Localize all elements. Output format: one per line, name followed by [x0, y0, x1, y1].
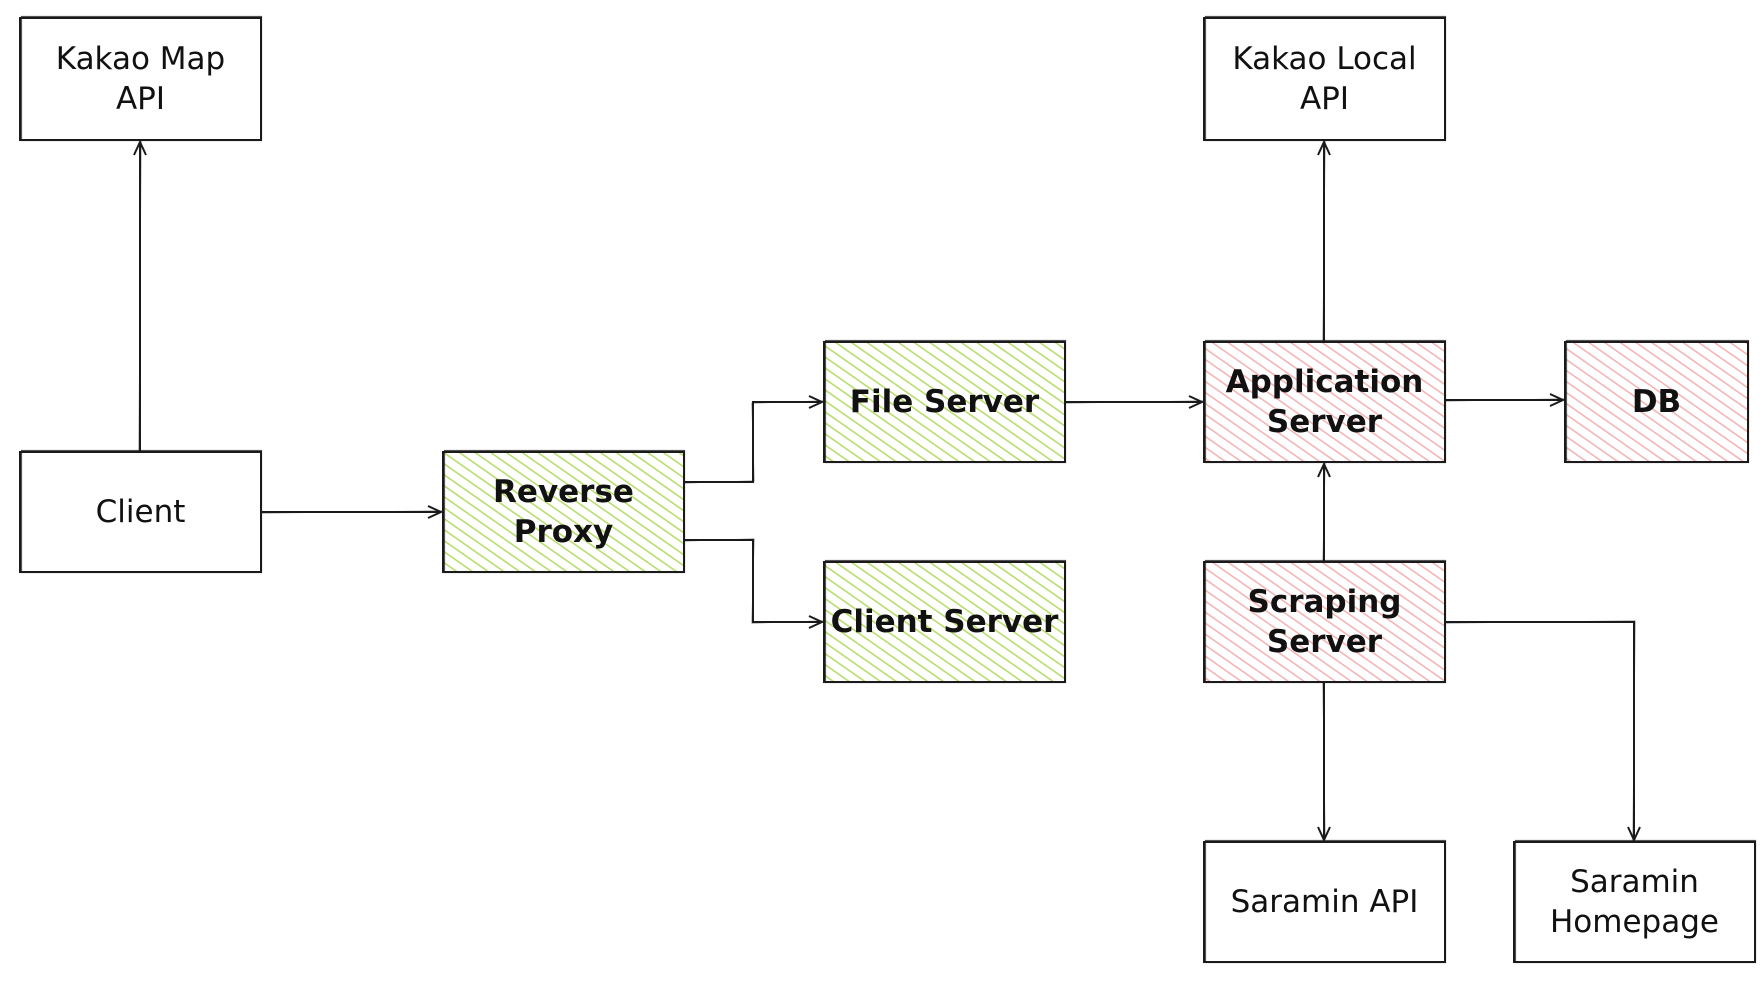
- edge-file-server-to-application-server: [1063, 395, 1205, 409]
- node-fill: [1204, 842, 1445, 962]
- node-border: [442, 451, 685, 573]
- edge-application-server-to-kakao-local-api: [1317, 139, 1331, 344]
- node-border: [1203, 341, 1446, 463]
- arrowhead-icon: [808, 615, 825, 629]
- node-fill: [824, 342, 1065, 462]
- node-border: [1203, 17, 1446, 141]
- node-border: [19, 451, 262, 573]
- node-fill: [1514, 842, 1755, 962]
- node-label: Proxy: [514, 514, 614, 550]
- node-border: [823, 341, 1066, 463]
- arrowhead-icon: [1317, 461, 1331, 478]
- node-db: DB: [1564, 339, 1750, 464]
- node-border: [1203, 841, 1446, 963]
- edge-reverse-proxy-to-file-server: [682, 395, 825, 484]
- node-label: Server: [1267, 404, 1383, 440]
- node-fill: [1204, 342, 1445, 462]
- edge-scraping-server-to-saramin-api: [1317, 682, 1331, 843]
- node-label: API: [116, 81, 165, 117]
- node-file-server: File Server: [823, 339, 1067, 464]
- node-label: Kakao Local: [1232, 41, 1416, 77]
- node-border: [1513, 841, 1756, 963]
- edge-client-to-kakao-map-api: [133, 139, 147, 454]
- node-label: Homepage: [1550, 904, 1719, 940]
- node-client: Client: [19, 449, 263, 574]
- node-border: [1564, 341, 1749, 463]
- node-label: Client: [96, 494, 186, 530]
- node-fill: [1204, 18, 1445, 140]
- node-label: Server: [1267, 624, 1383, 660]
- node-label: Saramin: [1570, 864, 1699, 900]
- node-label: API: [1300, 81, 1349, 117]
- edge-client-to-reverse-proxy: [259, 505, 444, 519]
- arrowhead-icon: [808, 395, 825, 409]
- node-fill: [1565, 342, 1748, 462]
- node-label: Kakao Map: [56, 41, 225, 77]
- node-fill: [824, 562, 1065, 682]
- edge-scraping-server-to-application-server: [1317, 461, 1331, 564]
- arrowhead-icon: [1317, 139, 1331, 156]
- node-label: Saramin API: [1231, 884, 1419, 920]
- arrowhead-icon: [1549, 393, 1566, 407]
- node-label: Client Server: [831, 604, 1060, 640]
- node-border: [1203, 561, 1446, 683]
- node-fill: [1204, 562, 1445, 682]
- arrowhead-icon: [427, 505, 444, 519]
- node-label: Scraping: [1248, 584, 1402, 620]
- arrowhead-icon: [1188, 395, 1205, 409]
- node-label: File Server: [850, 384, 1040, 420]
- edge-reverse-proxy-to-client-server: [682, 538, 825, 629]
- node-label: Reverse: [493, 474, 634, 510]
- node-fill: [20, 452, 261, 572]
- edge-application-server-to-db: [1443, 393, 1566, 407]
- edge-scraping-server-to-saramin-homepage: [1443, 620, 1641, 843]
- node-client-server: Client Server: [823, 559, 1067, 684]
- arrowhead-icon: [133, 139, 147, 156]
- node-label: DB: [1632, 384, 1681, 420]
- node-border: [19, 17, 262, 141]
- edges-layer: [133, 139, 1641, 843]
- node-fill: [443, 452, 684, 572]
- node-saramin-api: Saramin API: [1203, 839, 1447, 964]
- node-fill: [20, 18, 261, 140]
- node-border: [823, 561, 1066, 683]
- node-label: Application: [1226, 364, 1424, 400]
